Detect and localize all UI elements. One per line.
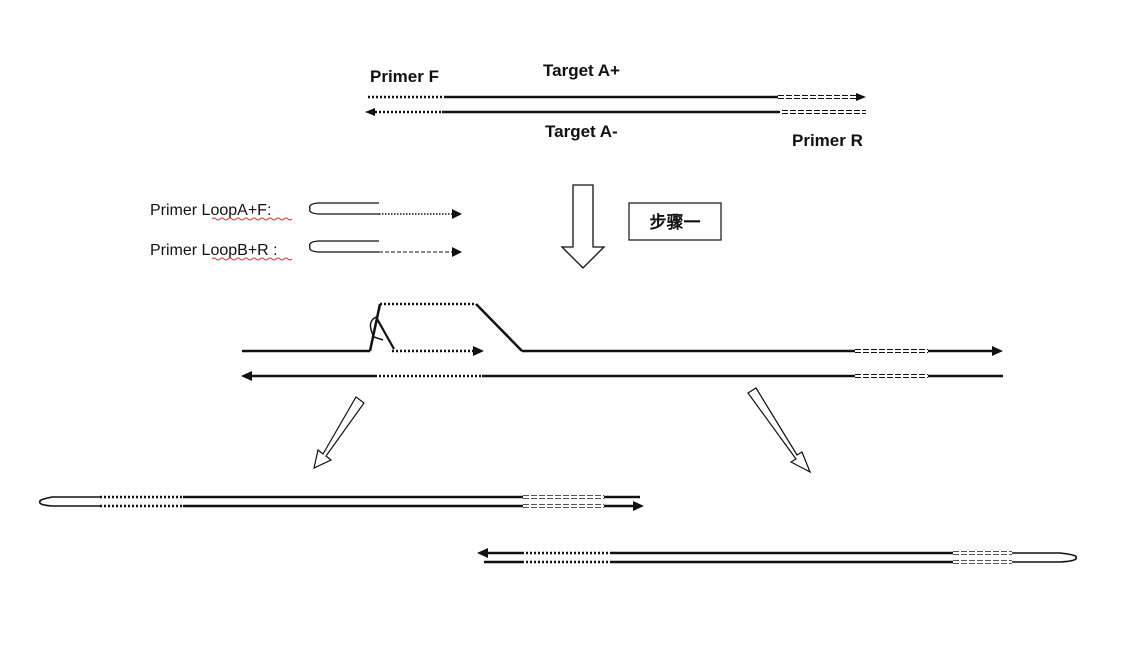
hairpin-end-right bbox=[1012, 552, 1077, 563]
primer-f-label: Primer F bbox=[370, 67, 439, 86]
loop-primer-legend: Primer LoopA+F: Primer LoopB+R : bbox=[150, 202, 462, 261]
step-one-box: 步骤一 bbox=[628, 202, 722, 241]
hairpin-fold bbox=[369, 316, 384, 341]
down-arrow-icon bbox=[560, 184, 606, 269]
primer-r-label: Primer R bbox=[792, 131, 863, 150]
diagonal-arrow-right-icon bbox=[747, 387, 812, 474]
step-one-label: 步骤一 bbox=[650, 212, 701, 233]
lower-double-dash bbox=[855, 374, 928, 378]
upper-double-dash bbox=[953, 551, 1012, 555]
loop-rise bbox=[368, 303, 382, 352]
loop-a-hairpin bbox=[309, 202, 379, 215]
arrowhead-right bbox=[992, 346, 1003, 356]
target-a-minus-label: Target A- bbox=[545, 122, 618, 141]
loop-descent bbox=[475, 303, 523, 352]
arrowhead-right bbox=[856, 93, 866, 101]
arrowhead-right bbox=[452, 209, 462, 219]
target-duplex: Primer F Target A+ Target A- Primer R bbox=[365, 61, 866, 150]
product-right bbox=[477, 548, 1077, 564]
loop-b-hairpin bbox=[309, 240, 379, 253]
spellcheck-underline bbox=[211, 217, 293, 221]
loop-a-label: Primer LoopA+F: bbox=[150, 202, 271, 219]
primer-r-segment bbox=[782, 110, 866, 114]
diagonal-arrow-left-icon bbox=[313, 396, 365, 470]
arrowhead-right bbox=[633, 501, 644, 511]
arrowhead-left bbox=[365, 108, 375, 116]
product-left bbox=[38, 495, 644, 511]
primer-r-tail-upper bbox=[778, 93, 866, 101]
arrowhead-left bbox=[241, 371, 252, 381]
annealed-duplex bbox=[241, 302, 1003, 381]
target-a-plus-label: Target A+ bbox=[543, 61, 620, 80]
upper-double-dash bbox=[523, 495, 604, 499]
lower-double-dash bbox=[523, 504, 604, 508]
arrowhead-right bbox=[473, 346, 484, 356]
primer-stem bbox=[375, 316, 395, 350]
spellcheck-underline bbox=[211, 257, 293, 261]
arrowhead-right bbox=[452, 247, 462, 257]
loop-b-label: Primer LoopB+R : bbox=[150, 242, 278, 259]
upper-double-dash bbox=[855, 349, 928, 353]
arrowhead-left bbox=[477, 548, 488, 558]
lower-double-dash bbox=[953, 560, 1012, 564]
hairpin-end-left bbox=[38, 496, 100, 507]
